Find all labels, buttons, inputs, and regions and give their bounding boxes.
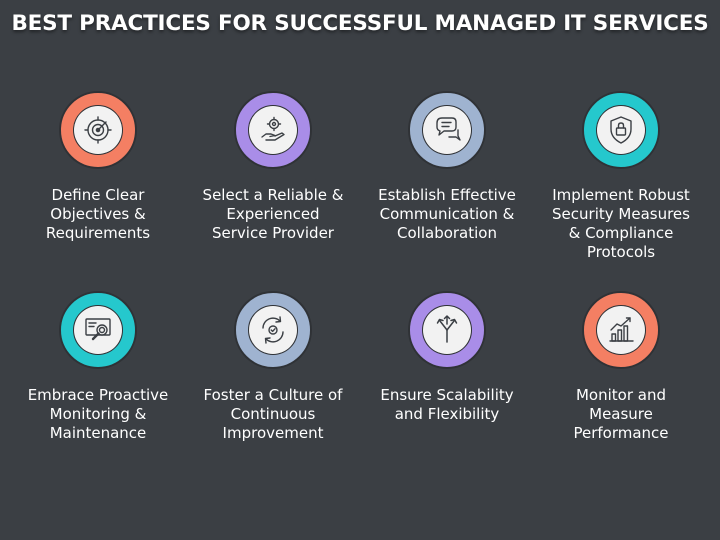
cycle-arrows-icon	[262, 316, 284, 344]
page-title: BEST PRACTICES FOR SUCCESSFUL MANAGED IT…	[11, 11, 709, 36]
practice-label: Monitor and Measure Performance	[573, 386, 669, 442]
ring-badge	[58, 90, 138, 170]
practice-label: Foster a Culture of Continuous Improveme…	[203, 386, 343, 442]
ring-badge	[233, 90, 313, 170]
ring-badge	[233, 290, 313, 370]
ring-badge	[581, 290, 661, 370]
practice-label: Establish Effective Communication & Coll…	[378, 186, 516, 242]
growth-chart-icon	[609, 317, 634, 342]
split-arrows-icon	[436, 315, 458, 343]
practice-label: Implement Robust Security Measures & Com…	[552, 186, 690, 261]
practice-label: Embrace Proactive Monitoring & Maintenan…	[27, 386, 169, 442]
target-icon	[84, 116, 112, 144]
ring-badge	[58, 290, 138, 370]
shield-lock-icon	[610, 116, 632, 144]
practice-label: Select a Reliable & Experienced Service …	[202, 186, 344, 242]
practice-label: Ensure Scalability and Flexibility	[380, 386, 514, 423]
ring-badge	[407, 90, 487, 170]
ring-badge	[407, 290, 487, 370]
ring-badge	[581, 90, 661, 170]
chat-icon	[436, 117, 461, 141]
practice-label: Define Clear Objectives & Requirements	[45, 186, 151, 242]
monitor-magnifier-icon	[85, 318, 111, 341]
gear-hand-icon	[261, 116, 285, 141]
